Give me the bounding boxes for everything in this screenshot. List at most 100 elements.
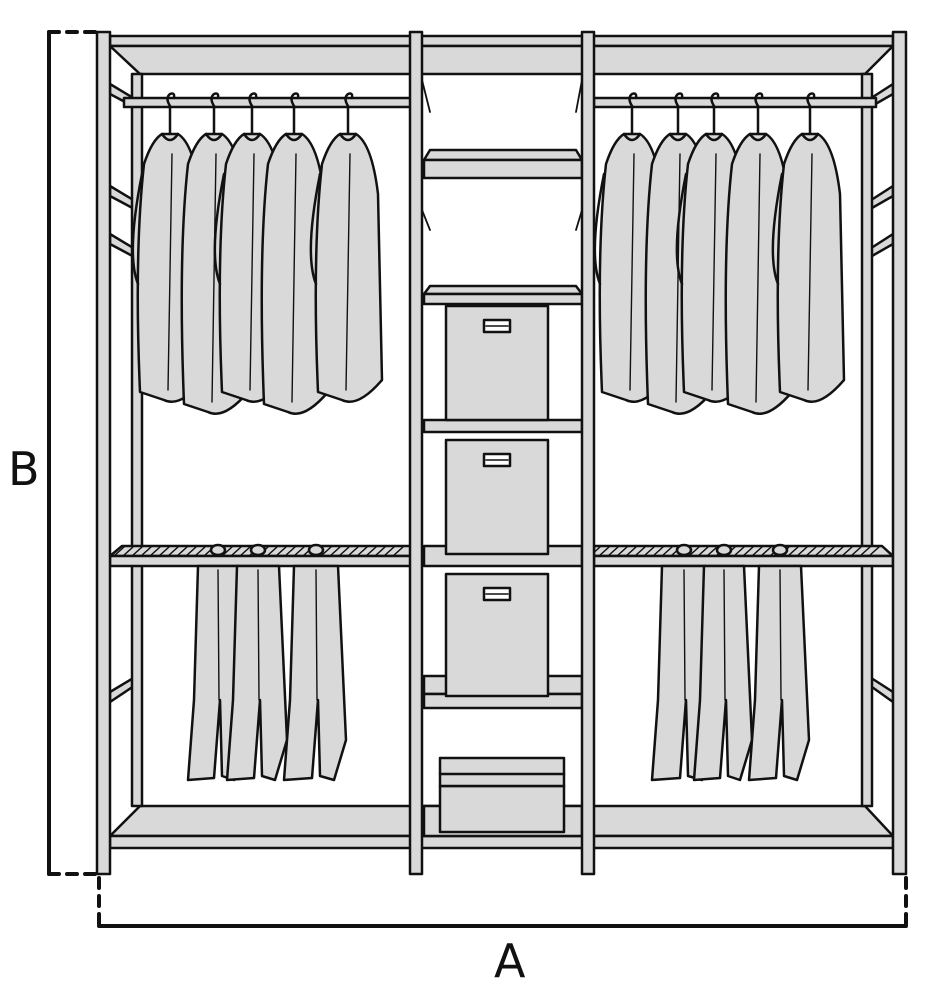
slat: [149, 546, 161, 557]
slat: [850, 546, 862, 557]
shirt-sleeve: [131, 172, 144, 286]
rear-posts: [130, 72, 874, 808]
slat: [194, 546, 206, 557]
trousers: [692, 543, 754, 782]
trousers-body: [747, 564, 811, 782]
shirt-placket: [629, 153, 635, 391]
shirt-sleeve: [593, 172, 606, 286]
dimension-a-line: [97, 876, 908, 928]
shirt-placket: [211, 153, 217, 403]
slat: [131, 546, 143, 557]
shirt-collar: [160, 132, 180, 142]
slat: [383, 546, 395, 557]
shirt-placket: [807, 153, 813, 391]
trousers-crease: [315, 569, 318, 701]
hanger-hook: [344, 92, 354, 108]
slat: [230, 546, 242, 557]
hanger-hook: [290, 92, 300, 108]
slat: [643, 546, 655, 557]
trousers-crease: [257, 569, 260, 701]
slat: [841, 546, 853, 557]
hanger-hook: [710, 92, 720, 108]
slat: [374, 546, 386, 557]
lower-garments: [186, 543, 811, 782]
hanger-hook: [628, 92, 638, 108]
shirt-sleeve: [675, 172, 688, 286]
hanger-hook: [754, 92, 764, 108]
hanger-hook: [210, 92, 220, 108]
slat: [239, 546, 251, 557]
hanger-hook: [674, 92, 684, 108]
shirt-placket: [675, 153, 681, 403]
shirt-collar: [284, 132, 304, 142]
slat: [868, 546, 880, 557]
shirt-collar: [800, 132, 820, 142]
slat: [751, 546, 763, 557]
slat: [832, 546, 844, 557]
trousers-crease: [217, 569, 220, 701]
slat: [275, 546, 287, 557]
slat: [185, 546, 197, 557]
slat: [706, 546, 718, 557]
center-post-braces: [421, 79, 583, 231]
shirt: [771, 92, 846, 403]
shirt-collar: [338, 132, 358, 142]
dimension-b-label: B: [8, 442, 40, 496]
shirt-placket: [167, 153, 173, 391]
slat: [176, 546, 188, 557]
dimension-a-label: A: [494, 934, 526, 988]
shirt-collar: [622, 132, 642, 142]
trousers-body: [692, 564, 754, 782]
front-posts: [95, 30, 908, 876]
trousers: [282, 543, 348, 782]
slat: [338, 546, 350, 557]
slat: [365, 546, 377, 557]
slat: [329, 546, 341, 557]
slat: [113, 546, 125, 557]
storage-box: [444, 304, 550, 422]
top-shelf: [108, 34, 895, 76]
shirt-body: [314, 132, 384, 403]
hanger-clip: [771, 543, 789, 557]
slat: [733, 546, 745, 557]
slat: [293, 546, 305, 557]
slat: [805, 546, 817, 557]
slat: [823, 546, 835, 557]
shirt-sleeve: [309, 172, 322, 286]
slat: [392, 546, 404, 557]
shirt-sleeve: [771, 172, 784, 286]
shirt-collar: [204, 132, 224, 142]
hanger-clip: [675, 543, 693, 557]
trousers: [225, 543, 289, 782]
slat: [598, 546, 610, 557]
slat: [661, 546, 673, 557]
trousers-crease: [683, 569, 686, 701]
shirt-collar: [242, 132, 262, 142]
slat: [167, 546, 179, 557]
slat: [859, 546, 871, 557]
shirt-placket: [345, 153, 351, 391]
slat: [616, 546, 628, 557]
lidded-box: [438, 756, 566, 834]
hanger-clip: [209, 543, 227, 557]
hanger-clip: [715, 543, 733, 557]
shirt-placket: [291, 153, 297, 403]
slat: [158, 546, 170, 557]
hanger-clip: [249, 543, 267, 557]
slat: [320, 546, 332, 557]
shirt-placket: [249, 153, 255, 391]
trousers-body: [225, 564, 289, 782]
shirt-collar: [748, 132, 768, 142]
slat: [760, 546, 772, 557]
slat: [607, 546, 619, 557]
shirt-placket: [755, 153, 761, 403]
trousers-crease: [779, 569, 782, 701]
shirt-placket: [711, 153, 717, 391]
trousers-crease: [723, 569, 726, 701]
hanger-hook: [166, 92, 176, 108]
slat: [356, 546, 368, 557]
slat: [266, 546, 278, 557]
dimension-b-line: [47, 30, 99, 876]
